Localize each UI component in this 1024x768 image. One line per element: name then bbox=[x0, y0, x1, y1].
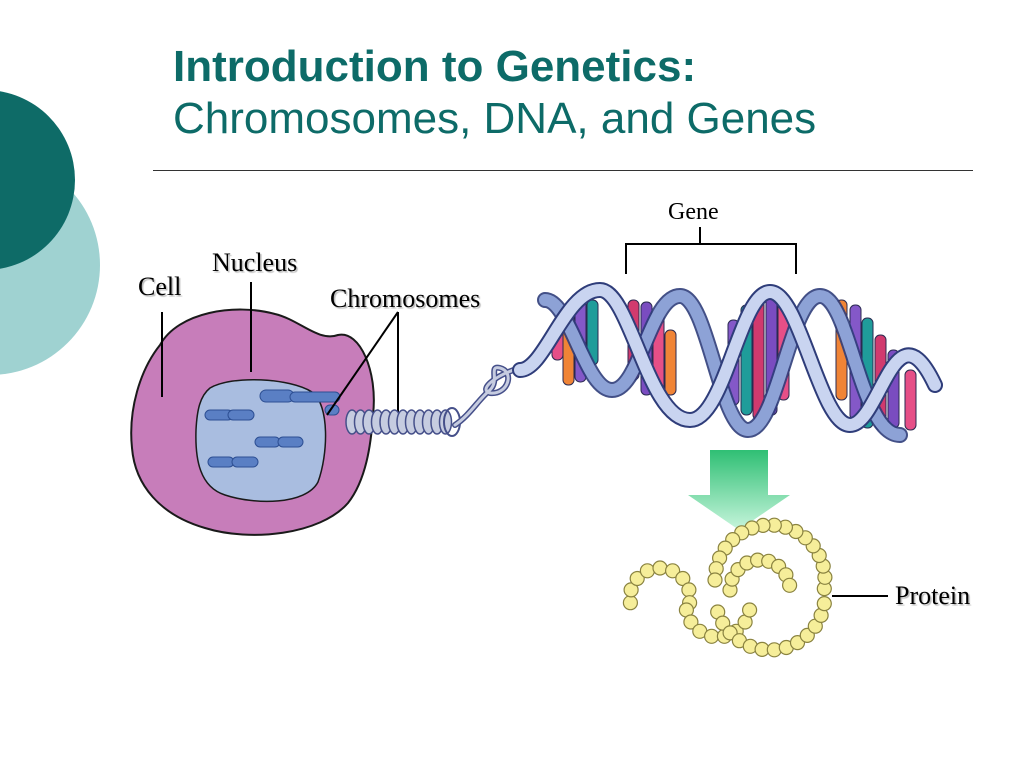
nucleus-label: Nucleus bbox=[212, 248, 298, 277]
dna-helix bbox=[512, 281, 943, 443]
decorative-circles bbox=[0, 91, 100, 375]
cell-label: Cell bbox=[138, 272, 182, 301]
chromosome-group bbox=[204, 389, 341, 468]
title-divider bbox=[153, 170, 973, 171]
page-subtitle: Chromosomes, DNA, and Genes bbox=[173, 94, 817, 143]
title-block: Introduction to Genetics: Chromosomes, D… bbox=[173, 40, 816, 144]
protein-bead bbox=[639, 563, 656, 579]
protein-bead bbox=[664, 563, 681, 579]
protein-bead bbox=[652, 560, 668, 576]
chromosome bbox=[277, 436, 304, 448]
protein-label: Protein bbox=[895, 581, 971, 610]
chromosome bbox=[289, 391, 341, 403]
chromosome bbox=[254, 436, 281, 448]
protein-bead bbox=[741, 602, 758, 618]
chromosomes-leader-1 bbox=[326, 311, 399, 416]
protein-chain bbox=[622, 517, 833, 658]
coil-loop bbox=[438, 409, 453, 435]
gene-label: Gene bbox=[668, 199, 719, 225]
page-title: Introduction to Genetics: bbox=[173, 42, 697, 91]
base-pair bbox=[664, 329, 677, 396]
protein-bead bbox=[781, 577, 798, 593]
chromosome bbox=[231, 456, 259, 468]
protein-bead bbox=[707, 572, 723, 588]
down-arrow-icon bbox=[688, 450, 790, 530]
chromatin-coil bbox=[345, 407, 461, 437]
protein-bead bbox=[622, 595, 639, 611]
leader-lines bbox=[161, 282, 399, 416]
protein-bead bbox=[681, 582, 697, 598]
protein-bead bbox=[629, 570, 645, 587]
protein-bead bbox=[703, 628, 720, 644]
base-pair bbox=[904, 369, 917, 431]
chromosome bbox=[259, 389, 295, 403]
dark-teal-circle bbox=[0, 91, 75, 269]
gene-bracket bbox=[625, 227, 797, 274]
protein-bead bbox=[683, 614, 699, 630]
chromosomes-label: Chromosomes bbox=[330, 284, 481, 313]
chromosome bbox=[207, 456, 235, 468]
chromosome bbox=[227, 409, 255, 421]
protein-bead bbox=[816, 595, 832, 612]
